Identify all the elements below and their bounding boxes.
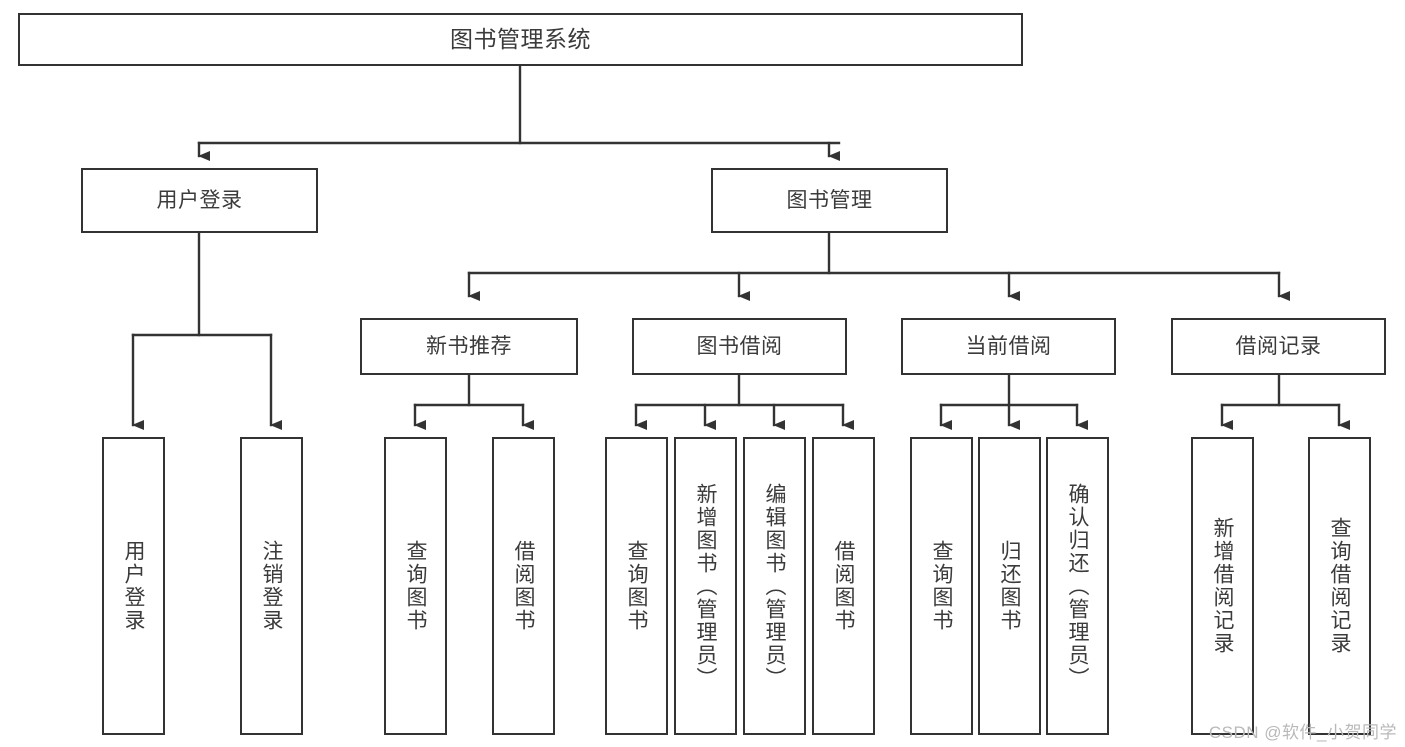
node-leaf-record-add-record[interactable]: 新增借阅记录 — [1191, 437, 1254, 735]
node-leaf-borrow-add-book-admin[interactable]: 新增图书（管理员） — [674, 437, 737, 735]
node-label: 用户登录 — [156, 188, 243, 212]
node-label: 当前借阅 — [965, 334, 1052, 358]
node-label: 借阅记录 — [1235, 334, 1322, 358]
node-label: 注销登录 — [260, 540, 283, 632]
node-label: 新增借阅记录 — [1211, 517, 1234, 655]
node-label: 查询图书 — [930, 540, 953, 632]
node-leaf-user-login-login[interactable]: 用户登录 — [102, 437, 165, 735]
node-leaf-borrow-borrow-book[interactable]: 借阅图书 — [812, 437, 875, 735]
node-label: 借阅图书 — [512, 540, 535, 632]
node-leaf-user-login-logout[interactable]: 注销登录 — [240, 437, 303, 735]
node-leaf-current-confirm-return-admin[interactable]: 确认归还（管理员） — [1046, 437, 1109, 735]
node-label: 新增图书（管理员） — [694, 482, 717, 690]
node-borrow-record[interactable]: 借阅记录 — [1171, 318, 1386, 375]
node-leaf-borrow-query-book[interactable]: 查询图书 — [605, 437, 668, 735]
node-root-library-system[interactable]: 图书管理系统 — [18, 13, 1023, 66]
node-label: 借阅图书 — [832, 540, 855, 632]
node-leaf-recommend-borrow-book[interactable]: 借阅图书 — [492, 437, 555, 735]
node-label: 新书推荐 — [426, 334, 512, 358]
node-leaf-record-query-record[interactable]: 查询借阅记录 — [1308, 437, 1371, 735]
node-current-borrow[interactable]: 当前借阅 — [901, 318, 1116, 375]
csdn-watermark: CSDN @软件_小贺同学 — [1208, 723, 1397, 742]
node-label: 确认归还（管理员） — [1066, 482, 1089, 690]
node-leaf-current-query-book[interactable]: 查询图书 — [910, 437, 973, 735]
node-label: 查询图书 — [625, 540, 648, 632]
node-label: 查询借阅记录 — [1328, 517, 1351, 655]
node-book-borrow[interactable]: 图书借阅 — [632, 318, 847, 375]
node-label: 图书管理系统 — [450, 26, 591, 53]
node-label: 用户登录 — [122, 540, 145, 632]
node-label: 图书借阅 — [696, 334, 783, 358]
node-leaf-recommend-query-book[interactable]: 查询图书 — [384, 437, 447, 735]
node-leaf-borrow-edit-book-admin[interactable]: 编辑图书（管理员） — [743, 437, 806, 735]
node-label: 编辑图书（管理员） — [763, 482, 786, 690]
node-label: 归还图书 — [998, 540, 1021, 632]
node-book-management[interactable]: 图书管理 — [711, 168, 948, 233]
node-user-login[interactable]: 用户登录 — [81, 168, 318, 233]
node-label: 查询图书 — [404, 540, 427, 632]
node-label: 图书管理 — [786, 188, 873, 212]
node-new-book-recommend[interactable]: 新书推荐 — [360, 318, 578, 375]
node-leaf-current-return-book[interactable]: 归还图书 — [978, 437, 1041, 735]
